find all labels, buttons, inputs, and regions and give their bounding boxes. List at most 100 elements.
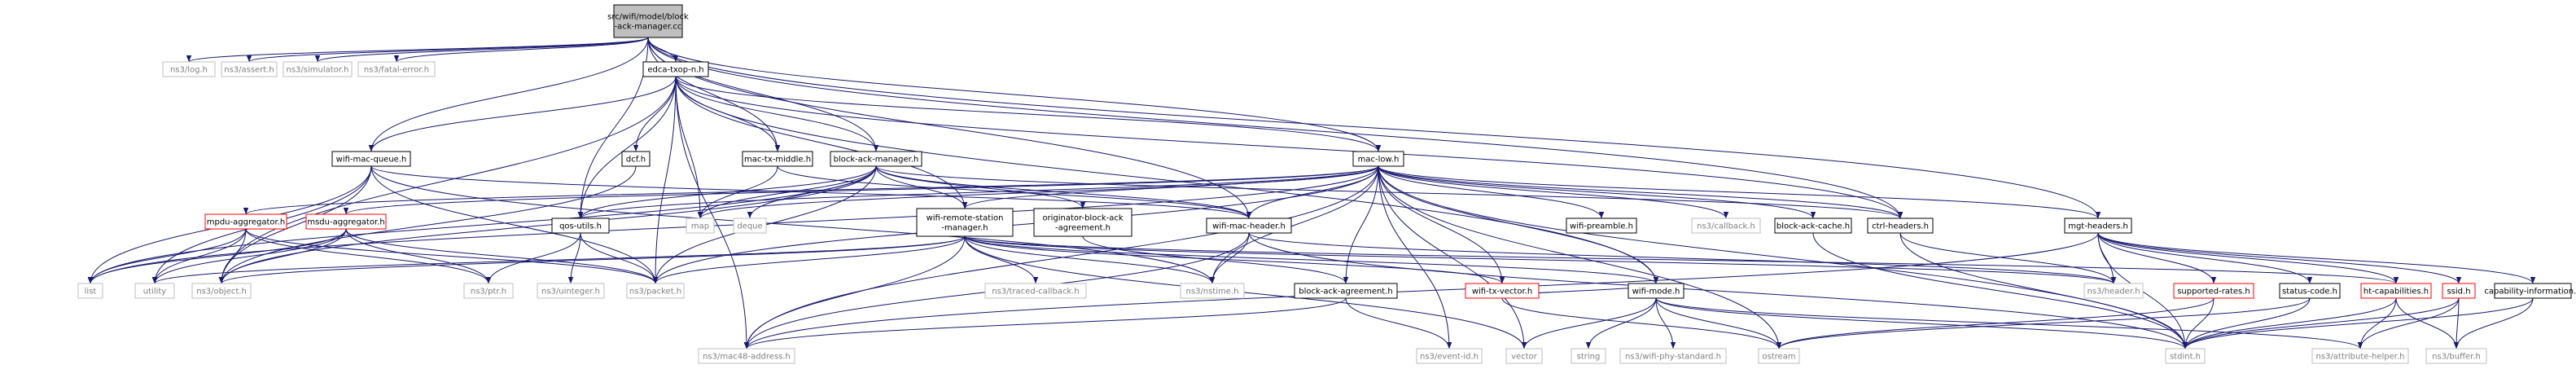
edge-root-to-ctrl (647, 37, 1904, 219)
edge-wrsm-to-object (219, 235, 966, 284)
node-sr[interactable]: supported-rates.h (2173, 283, 2254, 299)
node-box (331, 151, 411, 167)
edge-maclow-to-cb (1378, 165, 1729, 219)
edge-edca-to-bam (675, 76, 879, 152)
node-wmode[interactable]: wifi-mode.h (1628, 283, 1684, 299)
edge-wrsm-to-packet (652, 235, 966, 284)
node-box (191, 283, 252, 299)
node-wtv[interactable]: wifi-tx-vector.h (1465, 283, 1540, 299)
edge-maclow-to-packet (652, 165, 1379, 284)
node-dcf[interactable]: dcf.h (621, 151, 651, 167)
node-bac[interactable]: block-ack-cache.h (1774, 218, 1852, 234)
edge-mpdu-to-object (218, 228, 247, 284)
edge-htc-to-buffer (2395, 297, 2460, 349)
node-bam[interactable]: block-ack-manager.h (830, 151, 922, 167)
edge-root-to-assert (247, 37, 649, 63)
node-string: string (1571, 348, 1606, 364)
edge-dcf-to-object (218, 165, 637, 284)
node-label: ns3/nstime.h (1186, 288, 1239, 297)
node-label: block-ack-manager.h (834, 156, 919, 165)
node-label: ht-capabilities.h (2364, 288, 2429, 297)
edge-msdu-to-list (87, 228, 347, 284)
edge-maclow-to-mgt (1378, 165, 2101, 219)
edge-edca-to-packet (652, 76, 677, 284)
node-label: vector (1511, 353, 1538, 362)
node-box (1691, 218, 1761, 234)
node-label: ns3/mac48-address.h (703, 353, 791, 362)
node-box (2279, 283, 2341, 299)
node-label: ns3/attribute-helper.h (2316, 353, 2405, 362)
edge-bam-to-object (218, 165, 877, 284)
node-label: wifi-mac-queue.h (336, 156, 407, 165)
node-label: capability-information.h (2484, 288, 2576, 297)
node-cb: ns3/callback.h (1691, 218, 1761, 234)
edge-ssid-to-buffer (2453, 297, 2460, 349)
node-qos[interactable]: qos-utils.h (551, 218, 610, 234)
edge-sc-to-stdint (2182, 297, 2311, 349)
edge-wmode-to-wps (1655, 297, 1676, 349)
node-box (2311, 348, 2409, 364)
node-ssid[interactable]: ssid.h (2442, 283, 2476, 299)
node-label: block-ack-agreement.h (1299, 288, 1393, 297)
node-msdu[interactable]: msdu-aggregator.h (305, 213, 387, 230)
node-label: ssid.h (2447, 288, 2470, 297)
node-label: utility (143, 288, 167, 297)
node-box (698, 348, 795, 364)
node-ci[interactable]: capability-information.h (2484, 283, 2576, 299)
node-box (621, 151, 651, 167)
node-label: ns3/uinteger.h (541, 288, 600, 297)
edge-maclow-to-mpdu (243, 165, 1379, 215)
node-utility: utility (134, 283, 175, 299)
node-box (2064, 218, 2132, 234)
edge-edca-to-mac48 (675, 76, 750, 349)
node-sc[interactable]: status-code.h (2279, 283, 2341, 299)
node-wrsm[interactable]: wifi-remote-station-manager.h (916, 208, 1014, 237)
node-box (2494, 283, 2572, 299)
edge-bam-to-list (87, 165, 877, 284)
edge-edca-to-wmq (368, 76, 677, 152)
node-pre[interactable]: wifi-preamble.h (1566, 218, 1637, 234)
node-edca[interactable]: edca-txop-n.h (642, 61, 709, 77)
node-box (1206, 218, 1292, 234)
node-box (2165, 348, 2206, 364)
node-label: qos-utils.h (559, 222, 602, 231)
node-box (642, 61, 709, 77)
node-wmq[interactable]: wifi-mac-queue.h (331, 151, 411, 167)
edge-wmode-to-vector (1521, 297, 1657, 349)
node-mtm[interactable]: mac-tx-middle.h (742, 151, 813, 167)
node-maclow[interactable]: mac-low.h (1352, 151, 1404, 167)
edge-ctrl-to-header (1899, 232, 2117, 284)
node-label: msdu-aggregator.h (307, 218, 384, 227)
edge-wmq-to-object (218, 165, 372, 284)
node-obam[interactable]: originator-block-ack-agreement.h (1033, 208, 1132, 237)
edge-edca-to-ctrl (675, 76, 1904, 219)
edge-edca-to-wrsm (675, 76, 968, 209)
edge-root-to-mgt (647, 37, 2101, 219)
edge-root-to-simulator (315, 37, 649, 63)
node-box (1566, 218, 1637, 234)
edge-wrsm-to-wmode (964, 235, 1658, 284)
node-vector: vector (1505, 348, 1543, 364)
edge-root-to-wmq (368, 37, 649, 152)
node-baa[interactable]: block-ack-agreement.h (1294, 283, 1398, 299)
node-nstime: ns3/nstime.h (1180, 283, 1245, 299)
edge-edca-to-qos (577, 76, 677, 219)
node-fatalerror: ns3/fatal-error.h (357, 61, 436, 77)
edge-ci-to-buffer (2453, 297, 2534, 349)
node-wps: ns3/wifi-phy-standard.h (1619, 348, 1727, 364)
edge-wmh-to-nstime (1209, 232, 1250, 284)
node-htc[interactable]: ht-capabilities.h (2360, 283, 2432, 299)
edge-mgt-to-htc (2097, 232, 2399, 284)
node-label: deque (737, 222, 762, 231)
node-label: ns3/fatal-error.h (364, 66, 429, 75)
node-list: list (77, 283, 103, 299)
node-box (1033, 208, 1132, 237)
edge-ssid-to-stdint (2182, 297, 2460, 349)
node-root[interactable]: src/wifi/model/block-ack-manager.cc (607, 4, 689, 38)
node-mpdu[interactable]: mpdu-aggregator.h (204, 213, 287, 230)
node-label: ns3/buffer.h (2432, 353, 2481, 362)
node-wmh[interactable]: wifi-mac-header.h (1206, 218, 1292, 234)
node-mgt[interactable]: mgt-headers.h (2064, 218, 2132, 234)
node-ctrl[interactable]: ctrl-headers.h (1867, 218, 1934, 234)
